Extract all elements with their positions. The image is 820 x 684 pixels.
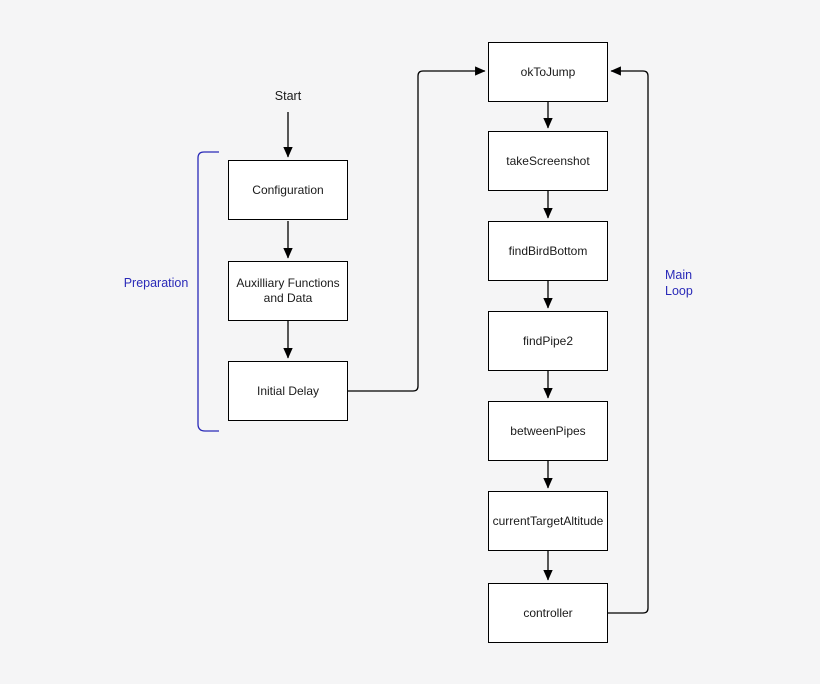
node-label: currentTargetAltitude xyxy=(492,513,604,528)
node-findBirdBottom: findBirdBottom xyxy=(488,221,608,281)
node-label: betweenPipes xyxy=(510,423,586,438)
preparation-bracket xyxy=(197,151,219,432)
main-loop-label: Main Loop xyxy=(665,268,693,298)
node-label: okToJump xyxy=(520,64,576,79)
edge-controller-okToJump-loop xyxy=(608,66,649,614)
node-initial-delay: Initial Delay xyxy=(228,361,348,421)
node-currentTargetAltitude: currentTargetAltitude xyxy=(488,491,608,551)
node-label: Auxilliary Functions and Data xyxy=(236,276,340,305)
node-okToJump: okToJump xyxy=(488,42,608,102)
node-takeScreenshot: takeScreenshot xyxy=(488,131,608,191)
preparation-label: Preparation xyxy=(123,276,189,290)
node-controller: controller xyxy=(488,583,608,643)
node-findPipe2: findPipe2 xyxy=(488,311,608,371)
start-label: Start xyxy=(274,89,302,103)
node-label: findPipe2 xyxy=(522,333,574,348)
node-configuration: Configuration xyxy=(228,160,348,220)
node-label: controller xyxy=(523,605,573,620)
edge-initialdelay-okToJump xyxy=(348,66,486,392)
node-label: Initial Delay xyxy=(256,383,320,398)
node-auxilliary-functions-and-data: Auxilliary Functions and Data xyxy=(228,261,348,321)
node-label: Configuration xyxy=(252,182,324,197)
node-label: takeScreenshot xyxy=(506,153,590,168)
node-label: findBirdBottom xyxy=(508,243,588,258)
node-betweenPipes: betweenPipes xyxy=(488,401,608,461)
